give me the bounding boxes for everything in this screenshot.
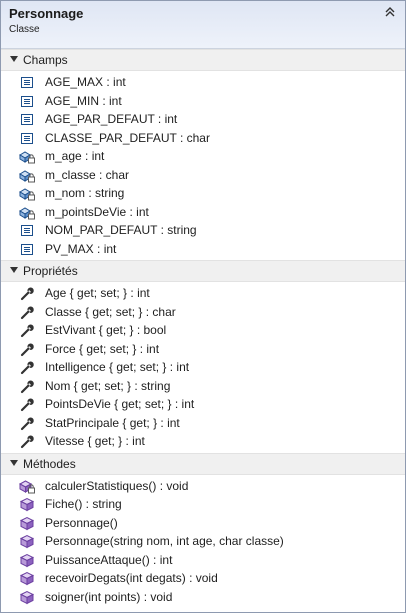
section-header-champs[interactable]: Champs [1, 49, 405, 71]
private-field-icon [19, 149, 35, 164]
member-signature: Classe { get; set; } : char [45, 304, 176, 319]
member-row[interactable]: Personnage() [1, 514, 405, 533]
member-signature: CLASSE_PAR_DEFAUT : char [45, 130, 210, 145]
method-cube-icon [19, 534, 35, 549]
member-signature: PuissanceAttaque() : int [45, 552, 173, 567]
member-signature: EstVivant { get; } : bool [45, 323, 167, 337]
member-signature: m_nom : string [45, 186, 125, 200]
private-field-icon [19, 205, 35, 220]
property-wrench-icon [19, 323, 35, 338]
private-field-icon [19, 168, 35, 183]
member-row[interactable]: PuissanceAttaque() : int [1, 551, 405, 570]
member-row[interactable]: CLASSE_PAR_DEFAUT : char [1, 129, 405, 148]
class-title: Personnage [9, 6, 84, 21]
section-header-methodes[interactable]: Méthodes [1, 452, 405, 475]
property-wrench-icon [19, 286, 35, 301]
member-signature: Personnage(string nom, int age, char cla… [45, 534, 284, 548]
member-row[interactable]: AGE_MIN : int [1, 92, 405, 111]
method-cube-icon [19, 590, 35, 605]
method-cube-icon [19, 571, 35, 586]
constant-field-icon [19, 131, 35, 146]
property-wrench-icon [19, 416, 35, 431]
member-row[interactable]: calculerStatistiques() : void [1, 477, 405, 496]
section-title: Méthodes [23, 456, 76, 471]
section-title: Champs [23, 53, 68, 67]
member-signature: soigner(int points) : void [45, 589, 173, 604]
class-stereotype: Classe [9, 24, 40, 35]
member-row[interactable]: Vitesse { get; } : int [1, 432, 405, 451]
member-signature: AGE_MAX : int [45, 75, 126, 89]
member-signature: m_classe : char [45, 167, 130, 182]
property-wrench-icon [19, 434, 35, 449]
member-row[interactable]: Classe { get; set; } : char [1, 303, 405, 322]
member-signature: NOM_PAR_DEFAUT : string [45, 223, 197, 237]
private-field-icon [19, 186, 35, 201]
collapse-triangle-icon[interactable] [10, 267, 18, 273]
property-wrench-icon [19, 379, 35, 394]
member-signature: Age { get; set; } : int [45, 286, 150, 300]
member-signature: Intelligence { get; set; } : int [45, 360, 190, 374]
member-row[interactable]: m_age : int [1, 147, 405, 166]
constant-field-icon [19, 242, 35, 257]
property-wrench-icon [19, 397, 35, 412]
member-row[interactable]: Age { get; set; } : int [1, 284, 405, 303]
member-signature: AGE_MIN : int [45, 93, 122, 108]
member-signature: calculerStatistiques() : void [45, 478, 189, 493]
section-header-proprietes[interactable]: Propriétés [1, 260, 405, 282]
member-row[interactable]: soigner(int points) : void [1, 588, 405, 607]
member-row[interactable]: Nom { get; set; } : string [1, 377, 405, 396]
member-signature: recevoirDegats(int degats) : void [45, 571, 218, 585]
method-cube-icon [19, 497, 35, 512]
section-title: Propriétés [23, 264, 78, 278]
property-wrench-icon [19, 360, 35, 375]
member-signature: PV_MAX : int [45, 241, 117, 256]
member-signature: StatPrincipale { get; } : int [45, 415, 180, 430]
member-row[interactable]: PV_MAX : int [1, 240, 405, 259]
constant-field-icon [19, 75, 35, 90]
member-signature: Personnage() [45, 515, 118, 530]
member-row[interactable]: Personnage(string nom, int age, char cla… [1, 532, 405, 551]
constant-field-icon [19, 112, 35, 127]
member-signature: m_pointsDeVie : int [45, 204, 149, 219]
member-row[interactable]: AGE_MAX : int [1, 73, 405, 92]
method-cube-icon [19, 516, 35, 531]
member-signature: m_age : int [45, 149, 105, 163]
property-wrench-icon [19, 342, 35, 357]
constant-field-icon [19, 94, 35, 109]
member-row[interactable]: StatPrincipale { get; } : int [1, 414, 405, 433]
member-row[interactable]: Intelligence { get; set; } : int [1, 358, 405, 377]
member-row[interactable]: PointsDeVie { get; set; } : int [1, 395, 405, 414]
member-row[interactable]: EstVivant { get; } : bool [1, 321, 405, 340]
property-wrench-icon [19, 305, 35, 320]
member-signature: Fiche() : string [45, 497, 122, 511]
constant-field-icon [19, 223, 35, 238]
collapse-triangle-icon[interactable] [10, 459, 18, 466]
member-signature: Nom { get; set; } : string [45, 378, 171, 393]
member-row[interactable]: AGE_PAR_DEFAUT : int [1, 110, 405, 129]
private-method-icon [18, 479, 35, 494]
member-row[interactable]: m_pointsDeVie : int [1, 203, 405, 222]
member-row[interactable]: NOM_PAR_DEFAUT : string [1, 221, 405, 240]
member-row[interactable]: m_nom : string [1, 184, 405, 203]
member-row[interactable]: recevoirDegats(int degats) : void [1, 569, 405, 588]
member-row[interactable]: Fiche() : string [1, 495, 405, 514]
member-signature: PointsDeVie { get; set; } : int [45, 397, 195, 411]
collapse-triangle-icon[interactable] [10, 56, 18, 62]
method-cube-icon [19, 553, 35, 568]
class-header: Personnage Classe [1, 1, 405, 49]
member-row[interactable]: m_classe : char [1, 166, 405, 185]
member-row[interactable]: Force { get; set; } : int [1, 340, 405, 359]
member-signature: AGE_PAR_DEFAUT : int [45, 112, 178, 126]
member-signature: Vitesse { get; } : int [45, 434, 145, 448]
member-signature: Force { get; set; } : int [45, 341, 160, 356]
collapse-chevron-up-icon[interactable] [383, 5, 397, 19]
